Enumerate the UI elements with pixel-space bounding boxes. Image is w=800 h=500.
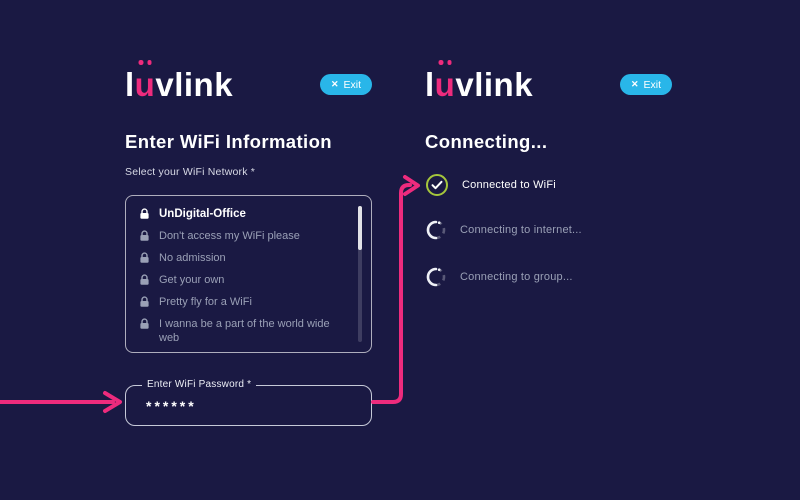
check-circle-icon (426, 174, 448, 196)
wifi-network-name: I wanna be a part of the world wide web (159, 318, 330, 344)
annotation-arrow-connected (371, 175, 420, 404)
network-select-label: Select your WiFi Network * (125, 166, 256, 178)
exit-button[interactable]: ✕ Exit (619, 74, 672, 95)
wifi-network-option[interactable]: UnDigital-Office (139, 207, 343, 221)
wifi-network-name: No admission (159, 252, 226, 264)
close-icon: ✕ (630, 79, 639, 89)
logo-letter: l (425, 66, 435, 103)
wifi-network-option[interactable]: No admission (139, 251, 343, 265)
wifi-network-name: Don't access my WiFi please (159, 230, 300, 242)
page-title: Connecting... (425, 131, 548, 152)
logo-eyes-icon (138, 60, 152, 65)
wifi-network-list: UnDigital-Office Don't access my WiFi pl… (125, 195, 372, 353)
wifi-network-option[interactable]: Get your own (139, 273, 343, 287)
wifi-network-option[interactable]: Pretty fly for a WiFi (139, 295, 343, 309)
lock-icon (140, 296, 149, 307)
logo-eyes-icon (438, 60, 452, 65)
logo-letters: vlink (455, 66, 534, 103)
logo-smiley-u: u (135, 60, 156, 104)
status-label: Connecting to group... (460, 271, 573, 283)
exit-button[interactable]: ✕ Exit (319, 74, 372, 95)
wifi-network-name: UnDigital-Office (159, 208, 246, 220)
wifi-network-option[interactable]: I wanna be a part of the world wide web (139, 317, 343, 345)
wifi-network-name: Pretty fly for a WiFi (159, 296, 252, 308)
lock-icon (140, 230, 149, 241)
exit-button-label: Exit (343, 78, 361, 91)
lock-icon (140, 318, 149, 329)
status-label: Connected to WiFi (462, 179, 556, 191)
page-title: Enter WiFi Information (125, 131, 332, 152)
scrollbar-track[interactable] (358, 206, 362, 342)
logo-smiley-u: u (435, 60, 456, 104)
wifi-network-option[interactable]: Don't access my WiFi please (139, 229, 343, 243)
spinner-icon (426, 267, 446, 287)
exit-button-label: Exit (643, 78, 661, 91)
logo-letters: vlink (155, 66, 234, 103)
lock-icon (140, 208, 149, 219)
wifi-network-name: Get your own (159, 274, 225, 286)
status-connected-wifi: Connected to WiFi (425, 173, 556, 197)
status-connecting-internet: Connecting to internet... (425, 219, 582, 241)
password-field-label: Enter WiFi Password * (142, 379, 257, 390)
wifi-password-input[interactable] (126, 386, 371, 425)
spinner-icon (426, 220, 446, 240)
wifi-password-field: Enter WiFi Password * (125, 379, 372, 426)
scrollbar-thumb[interactable] (358, 206, 362, 250)
logo-letter: l (125, 66, 135, 103)
annotation-arrow-password (0, 391, 122, 413)
status-connecting-group: Connecting to group... (425, 266, 573, 288)
lock-icon (140, 274, 149, 285)
close-icon: ✕ (330, 79, 339, 89)
status-label: Connecting to internet... (460, 224, 582, 236)
lock-icon (140, 252, 149, 263)
